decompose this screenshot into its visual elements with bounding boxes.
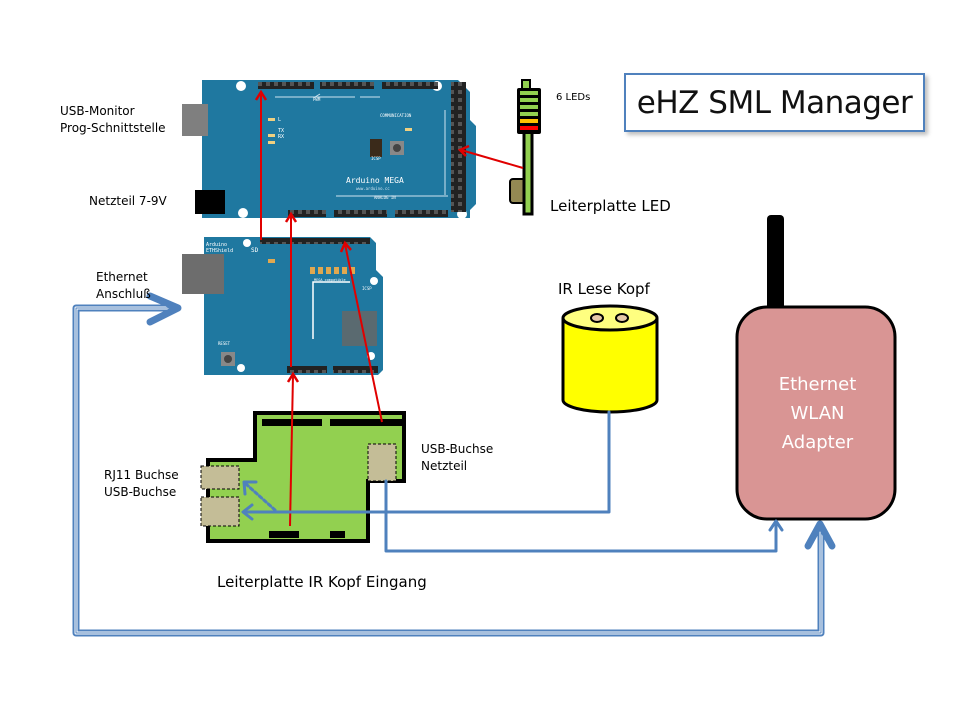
ir-pcb-label: Leiterplatte IR Kopf Eingang	[217, 573, 427, 591]
svg-text:COMMUNICATION: COMMUNICATION	[380, 113, 412, 118]
ir-input-pcb	[200, 411, 406, 543]
svg-text:PWM: PWM	[313, 97, 321, 102]
led-green	[520, 112, 538, 116]
ethernet-shield-board: Arduino ETHShield SD RESET ICSP MEGA com…	[182, 237, 383, 375]
led-green	[520, 105, 538, 109]
svg-text:www.arduino.cc: www.arduino.cc	[356, 186, 390, 191]
power-jack-icon	[195, 190, 225, 214]
arduino-mega-board: Arduino MEGA www.arduino.cc ANALOG IN CO…	[182, 80, 476, 219]
rj11-socket	[200, 465, 240, 490]
page-title: eHZ SML Manager	[636, 84, 913, 121]
usb-monitor-label: USB-Monitor Prog-Schnittstelle	[60, 104, 166, 135]
led-board-label: Leiterplatte LED	[550, 197, 671, 215]
svg-text:ANALOG IN: ANALOG IN	[374, 195, 396, 200]
digital-header	[451, 82, 466, 212]
ethernet-cable	[72, 292, 836, 637]
power-header	[288, 210, 326, 217]
svg-text:ETHShield: ETHShield	[206, 248, 233, 254]
led-board	[509, 79, 541, 216]
power-supply-label: Netzteil 7-9V	[89, 194, 167, 208]
mega-name-text: Arduino MEGA	[346, 176, 404, 185]
svg-text:RESET: RESET	[218, 341, 231, 346]
usb-port-icon	[182, 104, 208, 136]
led-green	[520, 91, 538, 95]
svg-text:ICSP: ICSP	[362, 286, 372, 291]
led-red	[520, 126, 538, 130]
blue-data-wires	[241, 410, 784, 553]
svg-text:SD: SD	[251, 247, 259, 254]
wlan-adapter	[735, 215, 897, 521]
usb-power-label: USB-Buchse Netzteil	[421, 442, 494, 473]
ir-reading-head	[561, 304, 659, 414]
svg-text:RX: RX	[278, 134, 284, 140]
adapter-label: Ethernet WLAN Adapter	[778, 374, 857, 453]
ethernet-port-icon	[182, 254, 224, 294]
svg-text:ICSP: ICSP	[371, 156, 381, 161]
leds-label: 6 LEDs	[556, 92, 591, 103]
svg-text:L: L	[278, 117, 281, 123]
title-box: eHZ SML Manager	[624, 73, 925, 132]
led-yellow	[520, 119, 538, 123]
led-green	[520, 98, 538, 102]
usb-power-socket	[367, 443, 397, 482]
rj11-usb-label: RJ11 Buchse USB-Buchse	[104, 468, 179, 499]
usb-socket	[200, 496, 240, 527]
ir-head-label: IR Lese Kopf	[558, 280, 650, 298]
ethernet-port-label: Ethernet Anschluß	[96, 270, 151, 301]
svg-text:TX: TX	[278, 128, 284, 134]
antenna-icon	[767, 215, 784, 310]
svg-text:Arduino: Arduino	[206, 242, 227, 248]
svg-text:MEGA compatible: MEGA compatible	[314, 278, 346, 282]
red-signal-wires	[254, 89, 524, 527]
